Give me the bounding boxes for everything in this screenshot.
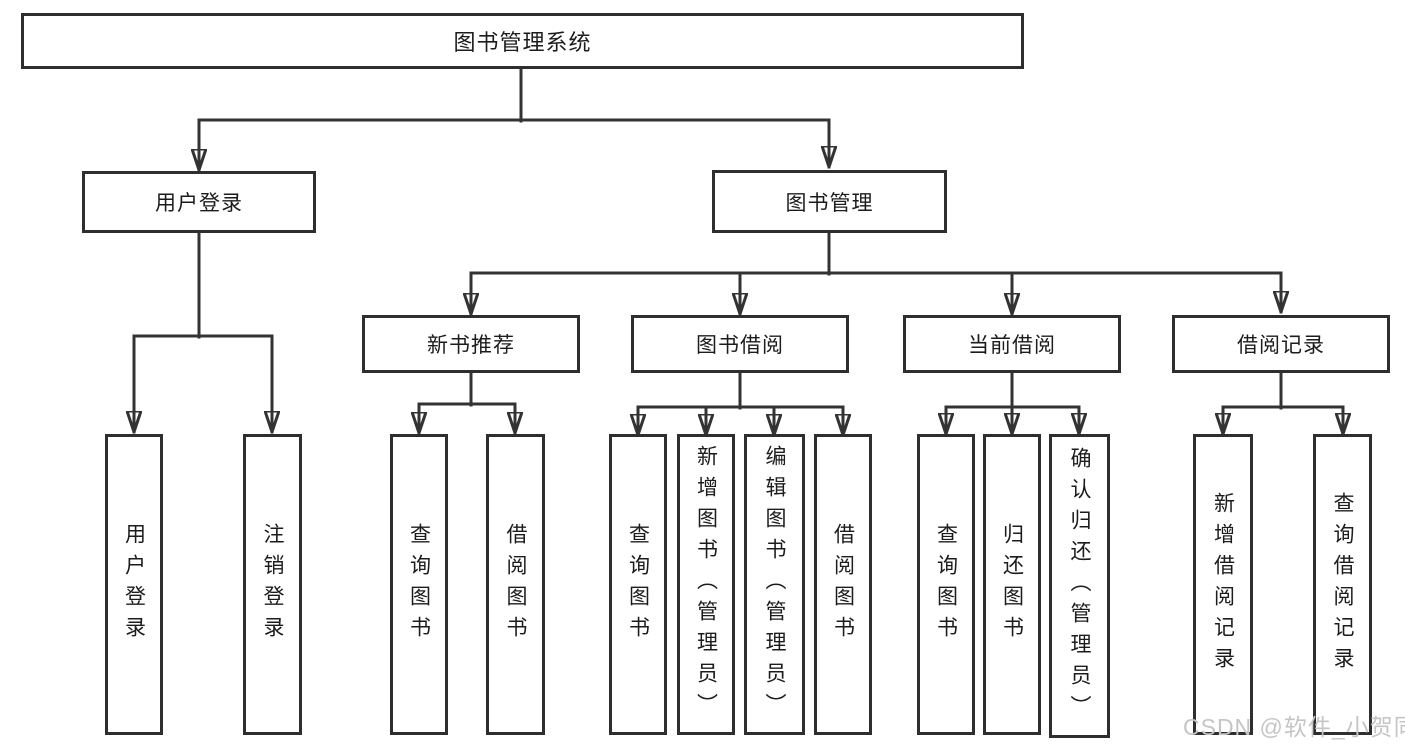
csdn-watermark: CSDN @软件_小贺同学: [1183, 714, 1405, 740]
node-borrow-record: 借阅记录: [1172, 315, 1390, 373]
leaf-add-borrow-record-label: 新增借阅记录: [1211, 491, 1235, 678]
node-borrow-record-label: 借阅记录: [1237, 334, 1325, 357]
connector-current-borrow-children: [946, 369, 1079, 436]
leaf-confirm-return-admin-label: 确认归还（管理员）: [1068, 446, 1091, 726]
node-current-borrow-label: 当前借阅: [968, 334, 1056, 357]
leaf-add-borrow-record: 新增借阅记录: [1193, 434, 1253, 735]
node-user-login: 用户登录: [82, 171, 316, 233]
connector-book-management-children: [471, 231, 1281, 316]
leaf-query-books-current-label: 查询图书: [934, 522, 958, 647]
leaf-logout-label: 注销登录: [261, 522, 284, 647]
leaf-return-book: 归还图书: [983, 434, 1041, 735]
leaf-borrow-books-label: 借阅图书: [831, 522, 855, 647]
node-book-borrow: 图书借阅: [631, 315, 849, 373]
node-book-management-label: 图书管理: [785, 191, 874, 215]
leaf-logout: 注销登录: [243, 434, 302, 735]
connector-book-borrow-children: [638, 369, 843, 437]
node-user-login-label: 用户登录: [155, 192, 243, 215]
leaf-user-login-label: 用户登录: [122, 522, 146, 647]
connector-new-book-children: [419, 369, 515, 435]
leaf-query-books-borrow: 查询图书: [609, 434, 667, 735]
node-book-borrow-label: 图书借阅: [696, 334, 784, 357]
leaf-query-books-borrow-label: 查询图书: [626, 522, 650, 647]
node-new-book-recommend: 新书推荐: [362, 315, 580, 373]
leaf-query-books-current: 查询图书: [917, 434, 975, 735]
node-root: 图书管理系统: [21, 13, 1024, 69]
node-new-book-recommend-label: 新书推荐: [427, 334, 515, 357]
node-current-borrow: 当前借阅: [903, 315, 1121, 373]
leaf-edit-book-admin-label: 编辑图书（管理员）: [763, 445, 786, 724]
leaf-return-book-label: 归还图书: [1000, 522, 1024, 647]
node-root-label: 图书管理系统: [453, 30, 592, 55]
leaf-edit-book-admin: 编辑图书（管理员）: [744, 434, 805, 735]
connector-user-login-children: [134, 230, 272, 434]
leaf-query-borrow-record: 查询借阅记录: [1313, 434, 1372, 735]
leaf-query-books-recommend: 查询图书: [390, 434, 448, 735]
connector-borrow-record-children: [1223, 369, 1343, 436]
leaf-borrow-books-recommend-label: 借阅图书: [504, 522, 527, 647]
node-book-management: 图书管理: [712, 170, 947, 233]
leaf-confirm-return-admin: 确认归还（管理员）: [1049, 434, 1110, 738]
leaf-query-books-recommend-label: 查询图书: [407, 522, 431, 647]
leaf-borrow-books-recommend: 借阅图书: [486, 434, 545, 735]
leaf-add-book-admin: 新增图书（管理员）: [677, 434, 735, 735]
leaf-query-borrow-record-label: 查询借阅记录: [1331, 491, 1354, 678]
connector-root-to-level2: [199, 66, 829, 172]
leaf-add-book-admin-label: 新增图书（管理员）: [694, 445, 718, 724]
leaf-user-login: 用户登录: [105, 434, 163, 735]
leaf-borrow-books: 借阅图书: [814, 434, 872, 735]
